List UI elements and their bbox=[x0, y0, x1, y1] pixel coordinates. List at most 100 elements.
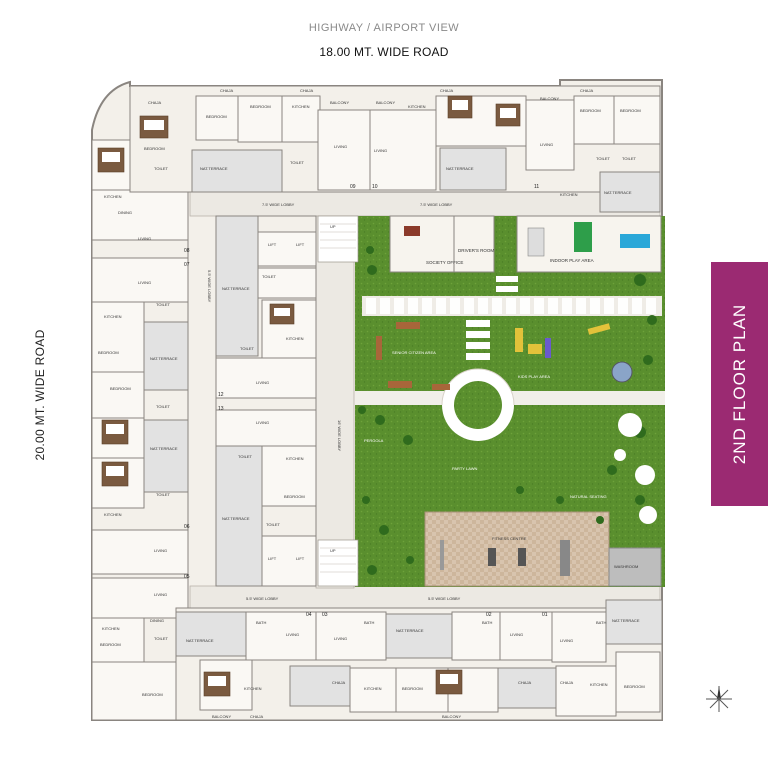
bath-label: BATH bbox=[482, 620, 492, 625]
top-road-label: 18.00 MT. WIDE ROAD bbox=[319, 45, 449, 59]
toilet-label: TOILET bbox=[596, 156, 610, 161]
chaja-label: CHAJA bbox=[300, 88, 313, 93]
toilet-label: TOILET bbox=[156, 492, 170, 497]
nat-terrace-label: NAT.TERRACE bbox=[186, 638, 214, 643]
living-label: LIVING bbox=[560, 638, 573, 643]
bedroom-label: BEDROOM bbox=[624, 684, 645, 689]
living-label: LIVING bbox=[154, 548, 167, 553]
washroom-block bbox=[608, 547, 662, 587]
toilet-label: TOILET bbox=[622, 156, 636, 161]
nat-terrace-label: NAT.TERRACE bbox=[200, 166, 228, 171]
kitchen-label: KITCHEN bbox=[286, 336, 304, 341]
chaja-label: CHAJA bbox=[250, 714, 263, 719]
lift-label: LIFT bbox=[296, 556, 305, 561]
up-label-bottom: UP bbox=[330, 548, 336, 553]
unit-number: 10 bbox=[372, 184, 378, 190]
unit-number: 13 bbox=[218, 406, 224, 412]
party-lawn-label: PARTY LAWN bbox=[452, 466, 478, 471]
toilet-label: TOILET bbox=[156, 404, 170, 409]
toilet-label: TOILET bbox=[266, 522, 280, 527]
living-label: LIVING bbox=[256, 420, 269, 425]
chaja-label: CHAJA bbox=[220, 88, 233, 93]
stair-top bbox=[317, 215, 359, 263]
drivers-room-label: DRIVER'S ROOM bbox=[458, 248, 494, 253]
lobby-top-right-label: 7.5' WIDE LOBBY bbox=[420, 202, 453, 207]
bath-label: BATH bbox=[364, 620, 374, 625]
nat-terrace-label: NAT.TERRACE bbox=[150, 356, 178, 361]
senior-area-label: SENIOR CITIZEN AREA bbox=[392, 350, 436, 355]
kitchen-label: KITCHEN bbox=[590, 682, 608, 687]
dining-label: DINING bbox=[150, 618, 164, 623]
toilet-label: TOILET bbox=[262, 274, 276, 279]
living-label: LIVING bbox=[256, 380, 269, 385]
nat-terrace-label: NAT.TERRACE bbox=[446, 166, 474, 171]
drivers-room bbox=[453, 215, 495, 273]
stair-bottom bbox=[317, 539, 359, 587]
bedroom-label: BEDROOM bbox=[142, 692, 163, 697]
kitchen-label: KITCHEN bbox=[560, 192, 578, 197]
kitchen-label: KITCHEN bbox=[364, 686, 382, 691]
bedroom-label: BEDROOM bbox=[620, 108, 641, 113]
chaja-label: CHAJA bbox=[560, 680, 573, 685]
kitchen-label: KITCHEN bbox=[244, 686, 262, 691]
fitness-label: FITNESS CENTRE bbox=[492, 536, 527, 541]
chaja-label: CHAJA bbox=[148, 100, 161, 105]
chaja-label: CHAJA bbox=[580, 88, 593, 93]
kitchen-label: KITCHEN bbox=[292, 104, 310, 109]
kitchen-label: KITCHEN bbox=[104, 314, 122, 319]
kids-play-equipment bbox=[515, 323, 633, 383]
nat-terrace-label: NAT.TERRACE bbox=[222, 516, 250, 521]
nat-terrace-label: NAT.TERRACE bbox=[396, 628, 424, 633]
nat-terrace-label: NAT.TERRACE bbox=[222, 286, 250, 291]
lobby-vertical bbox=[315, 215, 355, 589]
lift-label: LIFT bbox=[268, 242, 277, 247]
balcony-label: BALCONY bbox=[212, 714, 231, 719]
lobby-bottom-right-label: 5.5' WIDE LOBBY bbox=[428, 596, 461, 601]
kitchen-label: KITCHEN bbox=[408, 104, 426, 109]
balcony-label: BALCONY bbox=[540, 96, 559, 101]
balcony-label: BALCONY bbox=[442, 714, 461, 719]
kitchen-label: KITCHEN bbox=[286, 456, 304, 461]
fitness-deck bbox=[424, 511, 610, 587]
lobby-mid-label: 5.5' WIDE LOBBY bbox=[207, 270, 212, 303]
washroom-label: WASHROOM bbox=[614, 564, 638, 569]
living-label: LIVING bbox=[138, 236, 151, 241]
bedroom-label: BEDROOM bbox=[98, 350, 119, 355]
unit-number: 01 bbox=[542, 612, 548, 618]
bedroom-label: BEDROOM bbox=[110, 386, 131, 391]
bedroom-label: BEDROOM bbox=[144, 146, 165, 151]
natural-seating-label: NATURAL SEATING bbox=[570, 494, 607, 499]
kids-play-label: KIDS PLAY AREA bbox=[518, 374, 550, 379]
bedroom-label: BEDROOM bbox=[284, 494, 305, 499]
chaja-label: CHAJA bbox=[518, 680, 531, 685]
kitchen-label: KITCHEN bbox=[102, 626, 120, 631]
society-office-label: SOCIETY OFFICE bbox=[426, 260, 463, 265]
balcony-label: BALCONY bbox=[330, 100, 349, 105]
unit-number: 12 bbox=[218, 392, 224, 398]
kitchen-label: KITCHEN bbox=[104, 512, 122, 517]
lobby-vertical-label: 16' WIDE LOBBY bbox=[337, 420, 342, 452]
living-label: LIVING bbox=[138, 280, 151, 285]
living-label: LIVING bbox=[286, 632, 299, 637]
lobby-top-label: 7.5' WIDE LOBBY bbox=[262, 202, 295, 207]
unit-number: 04 bbox=[306, 612, 312, 618]
pergola-label: PERGOLA bbox=[364, 438, 384, 443]
indoor-play-label: INDOOR PLAY AREA bbox=[550, 258, 594, 263]
lobby-bottom-label: 5.5' WIDE LOBBY bbox=[246, 596, 279, 601]
chaja-label: CHAJA bbox=[440, 88, 453, 93]
living-label: LIVING bbox=[540, 142, 553, 147]
bedroom-label: BEDROOM bbox=[100, 642, 121, 647]
lift-label: LIFT bbox=[296, 242, 305, 247]
toilet-label: TOILET bbox=[156, 302, 170, 307]
nat-terrace-label: NAT.TERRACE bbox=[612, 618, 640, 623]
up-label-top: UP bbox=[330, 224, 336, 229]
kitchen-label: KITCHEN bbox=[104, 194, 122, 199]
bedroom-label: BEDROOM bbox=[206, 114, 227, 119]
toilet-label: TOILET bbox=[154, 636, 168, 641]
living-label: LIVING bbox=[154, 592, 167, 597]
bath-label: BATH bbox=[256, 620, 266, 625]
unit-number: 07 bbox=[184, 262, 190, 268]
bedroom-label: BEDROOM bbox=[402, 686, 423, 691]
society-office-room bbox=[389, 215, 455, 273]
